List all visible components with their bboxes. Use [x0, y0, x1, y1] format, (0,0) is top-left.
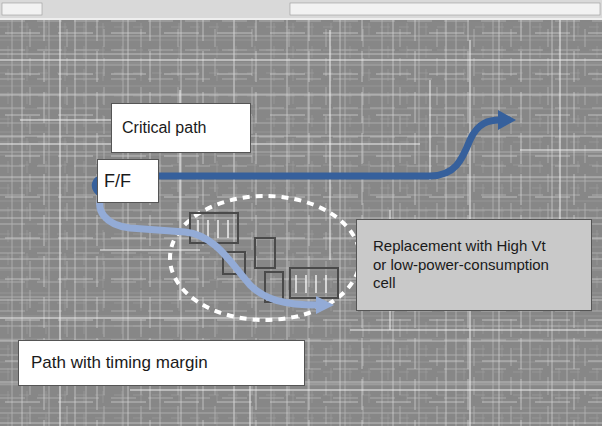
node-text: F/F — [104, 170, 152, 193]
flip-flop-box: F/F — [97, 159, 159, 203]
node-text: Critical path — [122, 118, 240, 138]
callout-box: Replacement with High Vt or low-power-co… — [356, 219, 592, 311]
label-box: Path with timing margin — [18, 340, 305, 386]
node-text: Replacement with High Vt or low-power-co… — [373, 237, 551, 293]
node-text: Path with timing margin — [31, 352, 292, 373]
label-box: Critical path — [111, 103, 251, 153]
